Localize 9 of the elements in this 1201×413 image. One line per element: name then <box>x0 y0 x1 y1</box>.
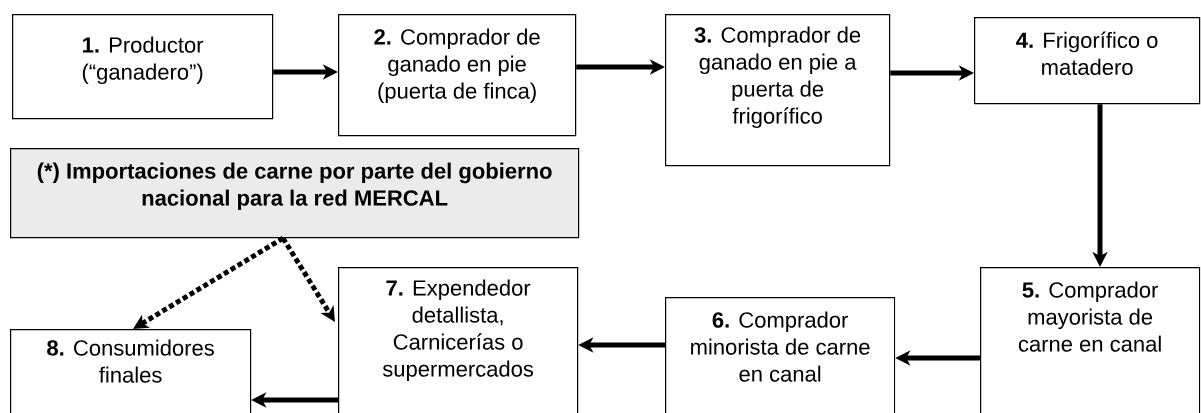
note-box: (*) Importaciones de carne por parte del gobierno nacional para la red MERCAL <box>10 148 580 239</box>
process-box: 7. Expendedor detallista, Carnicerías o supermercados <box>338 267 579 413</box>
process-box: 1. Productor (“ganadero”) <box>12 14 274 120</box>
process-box: 2. Comprador de ganado en pie (puerta de finca) <box>338 14 577 137</box>
process-box: 6. Comprador minorista de carne en canal <box>665 297 896 413</box>
process-box: 5. Comprador mayorista de carne en canal <box>980 267 1201 413</box>
process-box: 4. Frigorífico o matadero <box>974 17 1201 105</box>
process-box: 3. Comprador de ganado en pie a puerta de frigorífico <box>665 14 891 167</box>
process-box: 8. Consumidores finales <box>10 329 252 413</box>
